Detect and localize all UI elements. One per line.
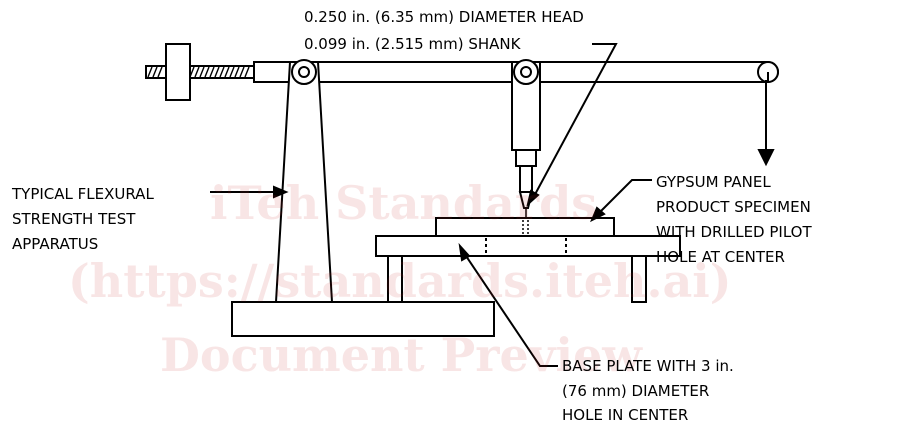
specimen-label-line-3: WITH DRILLED PILOT	[656, 223, 812, 241]
base-plate-label-line-1: BASE PLATE WITH 3 in.	[562, 357, 734, 375]
base-block	[231, 301, 495, 337]
support-column	[274, 61, 334, 303]
head-diameter-label: 0.250 in. (6.35 mm) DIAMETER HEAD	[304, 8, 584, 26]
fulcrum-pivot-pin	[298, 66, 310, 78]
leader-lines	[210, 43, 652, 367]
apparatus-label-line-2: STRENGTH TEST	[12, 210, 136, 228]
apparatus-label-line-1: TYPICAL FLEXURAL	[12, 185, 154, 203]
shank-diameter-label: 0.099 in. (2.515 mm) SHANK	[304, 35, 521, 53]
threaded-rod	[145, 65, 255, 79]
load-arrow	[757, 80, 775, 167]
base-plate	[375, 235, 681, 257]
specimen-panel	[435, 217, 615, 237]
counterweight	[165, 43, 191, 101]
base-plate-label-line-3: HOLE IN CENTER	[562, 406, 689, 424]
base-plate-label-line-2: (76 mm) DIAMETER	[562, 382, 710, 400]
apparatus-label-line-3: APPARATUS	[12, 235, 99, 253]
specimen-label-line-2: PRODUCT SPECIMEN	[656, 198, 811, 216]
specimen-label-line-1: GYPSUM PANEL	[656, 173, 771, 191]
specimen-label-line-4: HOLE AT CENTER	[656, 248, 785, 266]
left-leg	[387, 255, 403, 303]
right-leg	[631, 255, 647, 303]
